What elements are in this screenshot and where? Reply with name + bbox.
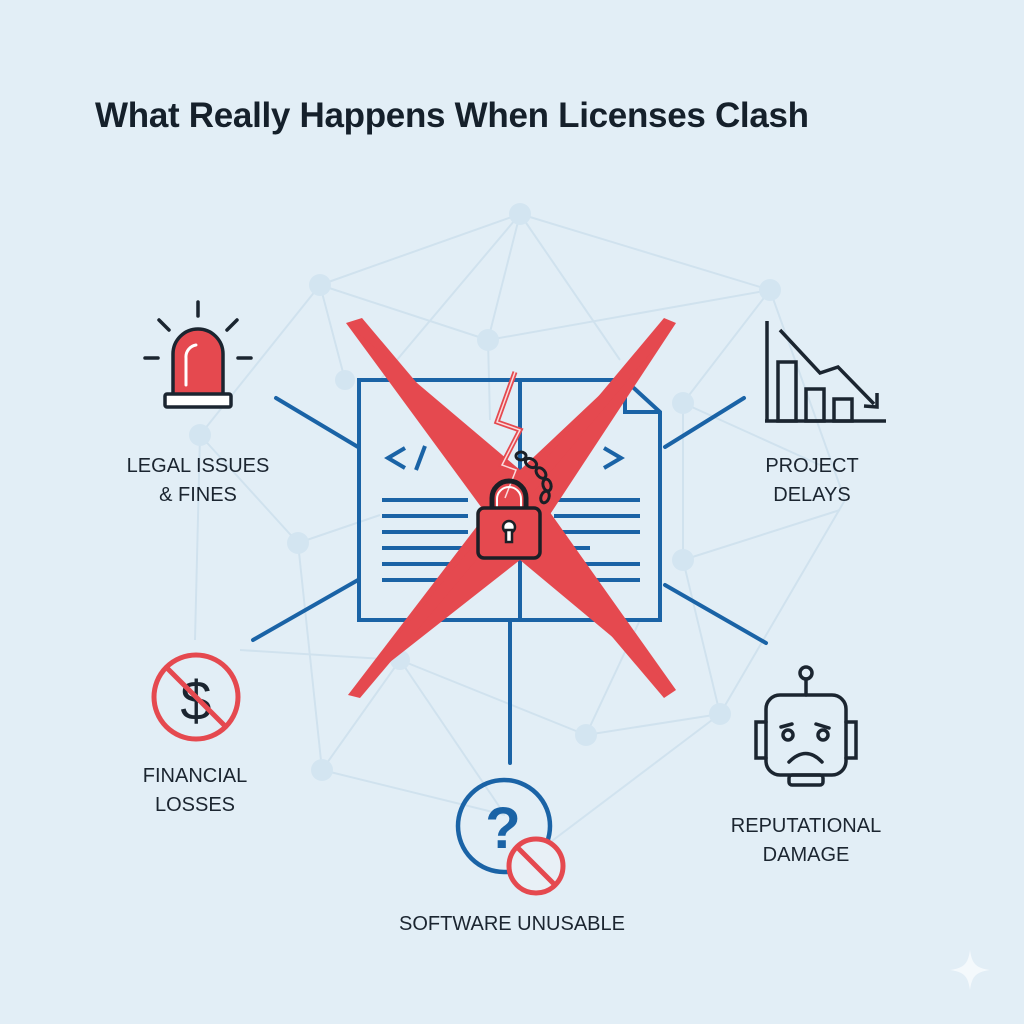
siren-alarm-icon: [143, 300, 253, 409]
label-financial-losses: FINANCIAL LOSSES: [142, 765, 248, 816]
question-blocked-icon: ?: [455, 777, 566, 896]
sparkle-icon: [950, 950, 990, 990]
label-legal-issues: LEGAL ISSUES & FINES: [126, 455, 270, 506]
sad-robot-icon: [754, 665, 858, 787]
no-dollar-icon: $: [151, 652, 241, 742]
padlock-icon: [476, 478, 542, 560]
label-project-delays: PROJECT DELAYS: [765, 455, 859, 506]
page-title: What Really Happens When Licenses Clash: [95, 96, 809, 135]
label-reputational-damage: REPUTATIONAL DAMAGE: [730, 815, 882, 866]
declining-bar-chart-icon: [765, 321, 886, 423]
background-network-nodes: [189, 203, 781, 781]
chain-icon: [514, 450, 553, 505]
connector-lines: [251, 396, 768, 765]
label-software-unusable: SOFTWARE UNUSABLE: [399, 913, 625, 935]
